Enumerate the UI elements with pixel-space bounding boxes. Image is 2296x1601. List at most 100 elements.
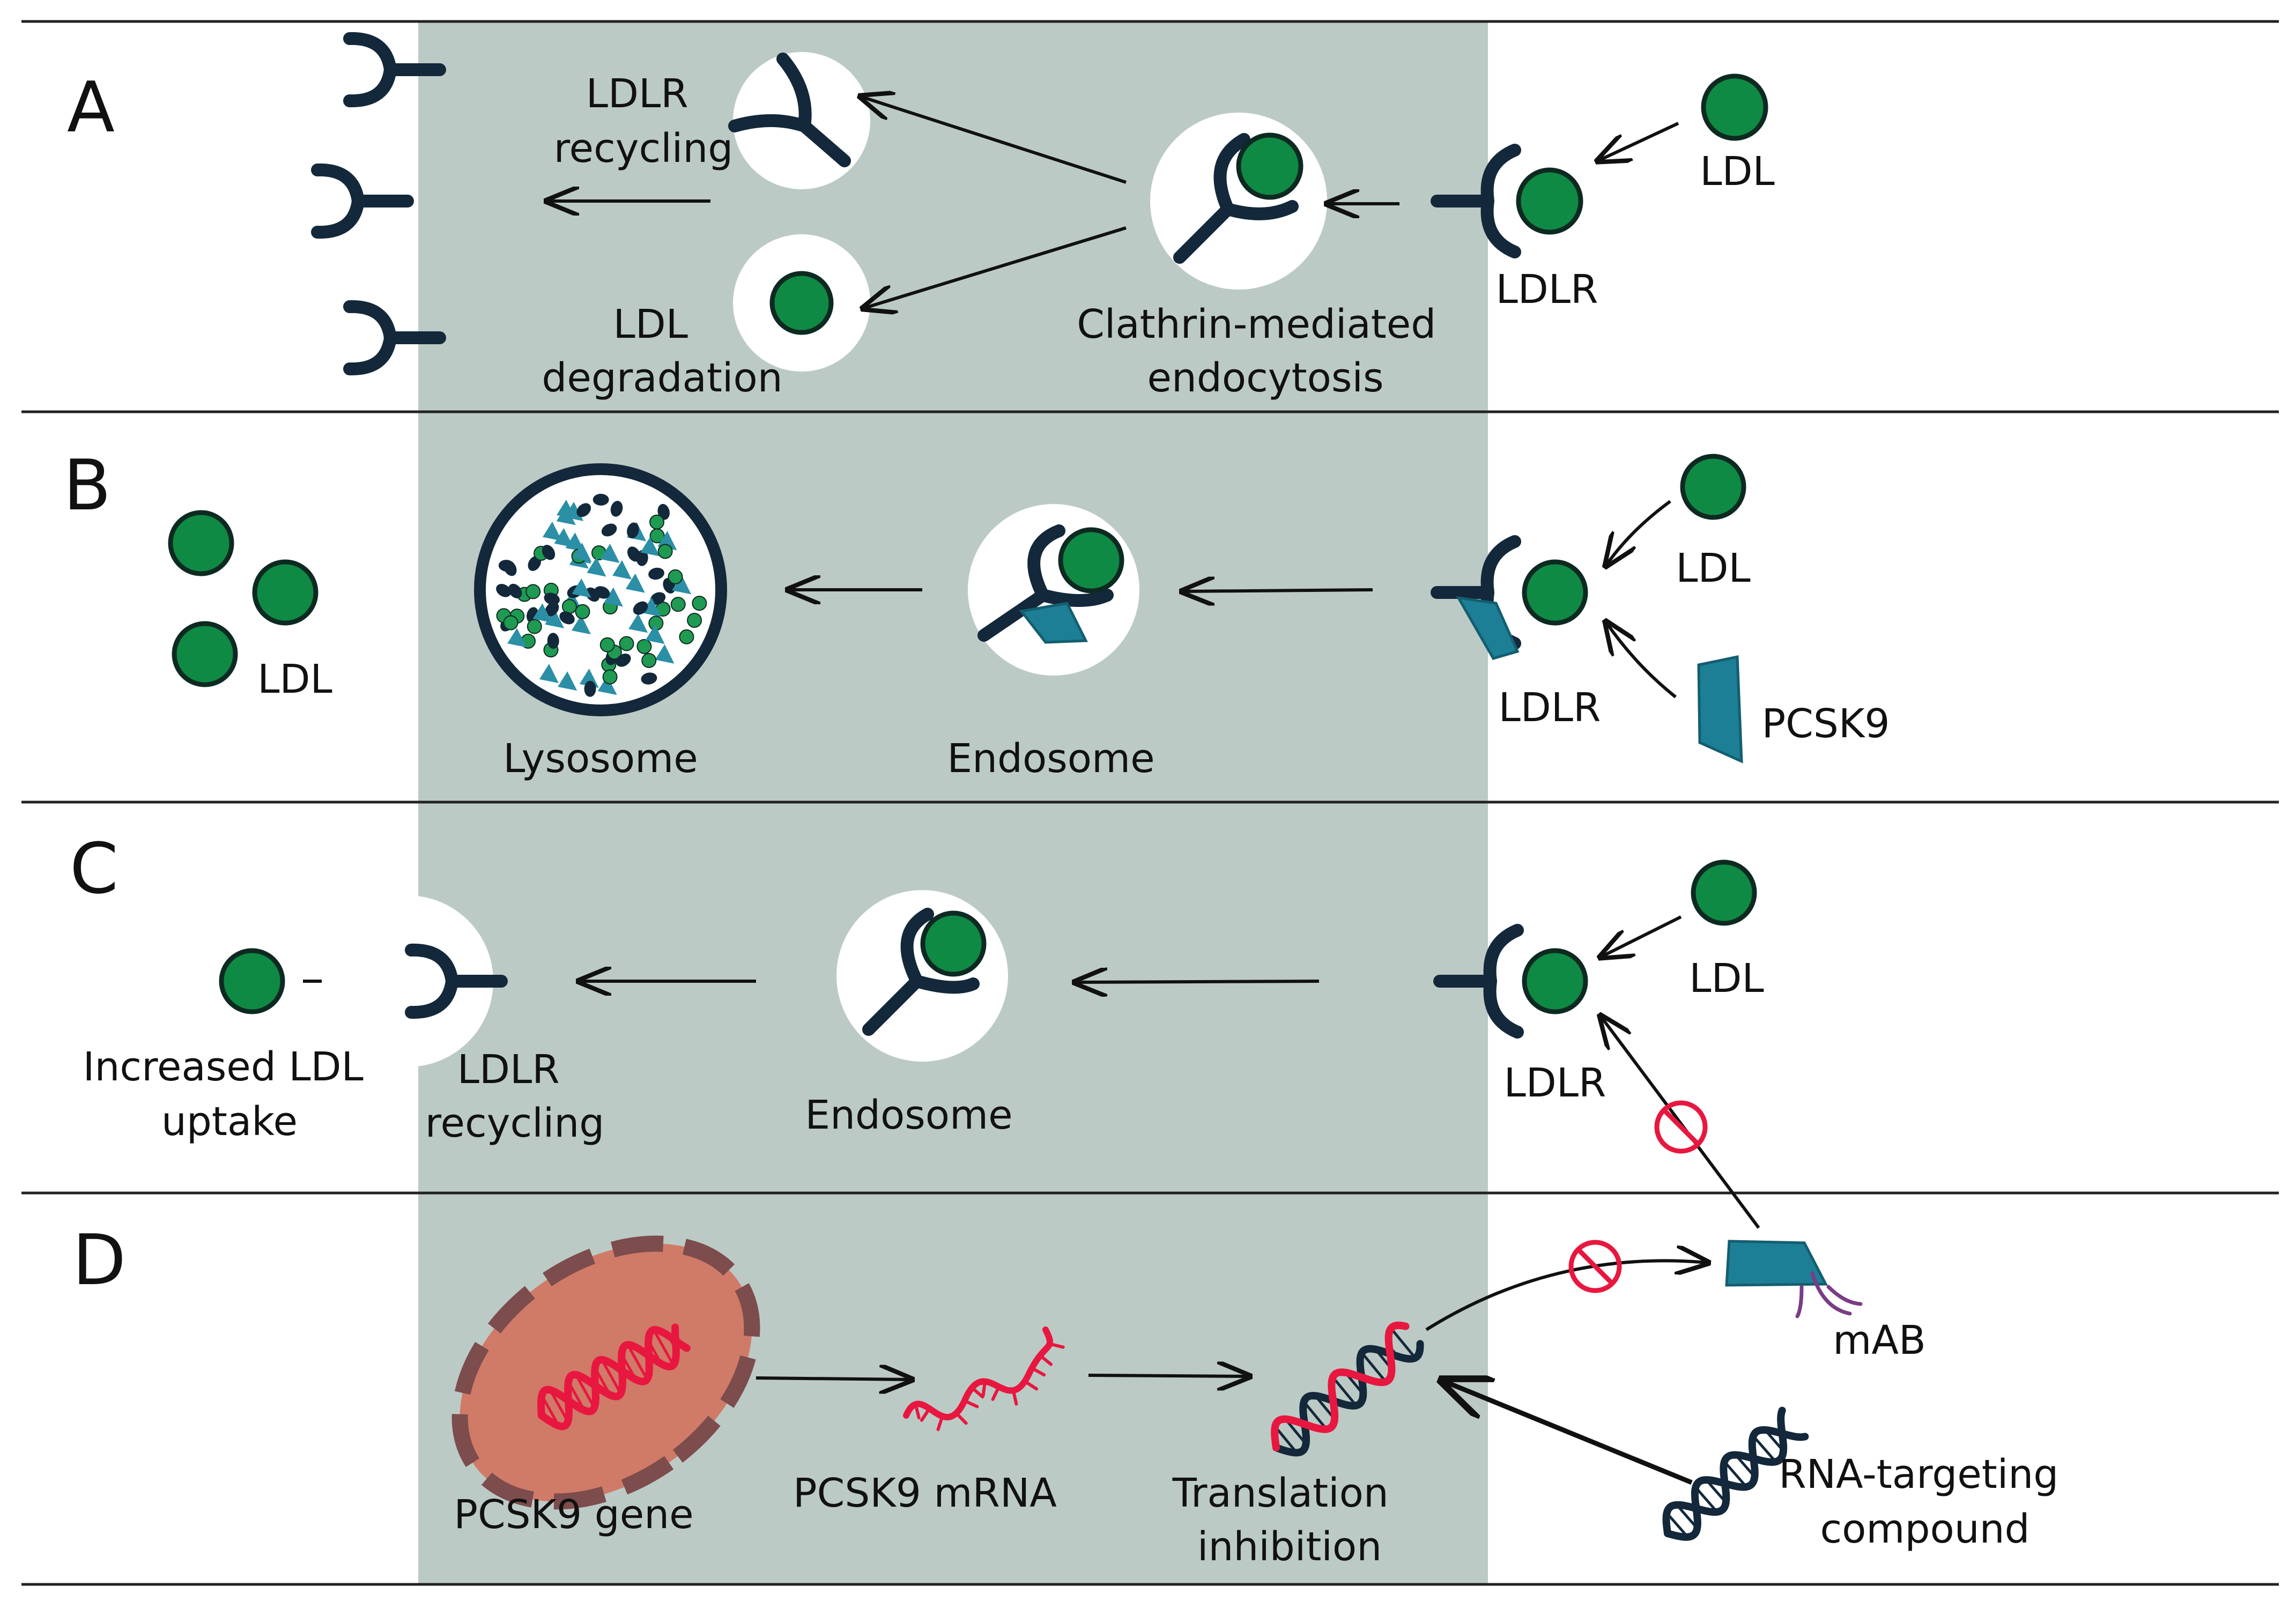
arrow-to-endosome — [1075, 981, 1320, 982]
label-ldlr: LDLR — [1504, 1060, 1606, 1106]
pcsk9-gene-dna-icon — [537, 1323, 691, 1430]
lysosome-granule — [641, 672, 657, 685]
lysosome-pcsk9-fragment — [642, 597, 662, 617]
label-pcsk9: PCSK9 — [1762, 701, 1890, 747]
label-ldlr: LDLR — [1499, 685, 1601, 731]
lysosome-ldl-fragment — [527, 619, 542, 634]
lysosome-ldl-fragment — [619, 636, 634, 651]
lysosome-pcsk9-fragment — [545, 609, 565, 628]
lysosome-granule — [576, 503, 591, 517]
lysosome-pcsk9-fragment — [603, 587, 623, 607]
mrna-base — [970, 1386, 984, 1399]
lysosome-ldl-fragment — [649, 514, 665, 530]
monoclonal-antibody-icon — [1795, 1271, 1863, 1318]
mrna-strand — [903, 1326, 1053, 1421]
helix-base-pair — [1723, 1461, 1747, 1488]
panel-letter-a: A — [67, 66, 115, 148]
helix-base-pair — [1274, 1425, 1298, 1454]
panel-c: C Increased LDL uptake LDLR recycling En… — [70, 828, 1764, 1229]
arrow-ldl-binding — [1598, 122, 1679, 161]
label-increased-ldl-uptake: Increased LDL uptake — [83, 1044, 376, 1145]
label-ldl: LDL — [1676, 545, 1750, 591]
helix-base-pair — [601, 1359, 622, 1395]
label-pcsk9-mrna: PCSK9 mRNA — [793, 1470, 1057, 1516]
lysosome-pcsk9-fragment — [532, 603, 552, 623]
helix-base-pair — [1665, 1512, 1689, 1538]
mrna-base — [1048, 1342, 1065, 1349]
lysosome-pcsk9-fragment — [600, 544, 620, 564]
lysosome-pcsk9-fragment — [558, 671, 577, 691]
arrow-to-translation — [1088, 1375, 1249, 1376]
lysosome-granule — [650, 592, 666, 605]
lysosome-ldl-fragment — [670, 597, 686, 612]
helix-base-pair — [1694, 1486, 1719, 1513]
arrow-compound-to-target — [1442, 1381, 1693, 1485]
helix-strand — [1271, 1321, 1410, 1451]
pcsk9-protein — [1697, 655, 1743, 764]
arrow-to-degradation — [863, 226, 1127, 308]
mrna-base — [1038, 1354, 1053, 1366]
label-ldlr-recycling: LDLR recycling — [425, 1047, 604, 1146]
lysosome-ldl-fragment — [602, 669, 618, 685]
lysosome-pcsk9-fragment — [554, 528, 574, 547]
label-rna-targeting-compound: RNA-targeting compound — [1779, 1451, 2071, 1552]
helix-base-pair — [1390, 1327, 1417, 1359]
lysosome-granule — [584, 680, 596, 697]
lysosome-ldl-fragment — [687, 612, 702, 628]
arrow-mab-block — [1601, 1016, 1760, 1229]
lysosome-granule — [601, 523, 617, 537]
arrow-to-mrna — [756, 1378, 912, 1380]
panel-letter-c: C — [70, 828, 118, 909]
arrow-ldl-binding — [1606, 500, 1671, 566]
label-endosome: Endosome — [947, 736, 1154, 782]
mrna-base — [981, 1380, 987, 1397]
lysosome-pcsk9-fragment — [672, 575, 692, 595]
lysosome-pcsk9-fragment — [625, 573, 645, 593]
recycling-vesicle — [322, 895, 493, 1067]
pcsk9-protein — [1019, 602, 1088, 644]
lysosome-ldl-fragment — [679, 629, 694, 644]
lysosome-granule — [633, 601, 648, 615]
ldl-particle — [920, 910, 987, 977]
lysosome-granule — [544, 592, 560, 605]
arrow-to-recycling — [861, 97, 1127, 184]
lysosome-pcsk9-fragment — [571, 615, 591, 635]
label-ldl-degradation: LDL degradation — [542, 301, 782, 401]
ldl-particle — [1691, 859, 1757, 926]
label-ldl: LDL — [1700, 149, 1774, 195]
helix-base-pair — [1360, 1352, 1387, 1383]
arrow-to-endosome — [1182, 590, 1373, 591]
ldl-particle — [1516, 167, 1583, 235]
lysosome-pcsk9-fragment — [655, 644, 675, 664]
lysosome-granule — [559, 611, 575, 625]
ldl-particle — [1058, 527, 1124, 594]
ldl-particle — [1522, 559, 1588, 626]
lysosome-granule — [508, 583, 522, 598]
lysosome-granule — [627, 546, 641, 562]
helix-base-pair — [574, 1374, 596, 1409]
label-lysosome: Lysosome — [503, 736, 698, 782]
helix-base-pair — [1302, 1400, 1328, 1430]
helix-base-pair — [653, 1329, 675, 1366]
panel-d: D PCSK9 gene PCSK9 mRNA Translation inhi… — [72, 1219, 2071, 1570]
helix-strand — [537, 1326, 691, 1419]
lysosome-granule — [592, 493, 609, 506]
helix-base-pair — [549, 1389, 569, 1422]
lysosome-pcsk9-fragment — [572, 578, 591, 598]
lysosome-granule — [498, 560, 515, 572]
lysosome-granule — [585, 587, 600, 602]
lysosome-granule — [547, 633, 559, 649]
label-endosome: Endosome — [805, 1092, 1012, 1138]
label-ldlr: LDLR — [1496, 266, 1598, 313]
lysosome-granule — [648, 567, 664, 580]
inhibition-icon — [1568, 1240, 1622, 1293]
lysosome-granule — [616, 653, 631, 667]
lysosome-pcsk9-fragment — [572, 543, 592, 562]
label-translation-inhibition: Translation inhibition — [1172, 1470, 1402, 1570]
label-ldl-free: LDL — [257, 656, 332, 702]
lysosome-pcsk9-fragment — [628, 613, 648, 633]
lysosome-granule — [610, 501, 623, 517]
ldl-particle — [1680, 454, 1746, 520]
lysosome-ldl-fragment — [668, 569, 683, 584]
